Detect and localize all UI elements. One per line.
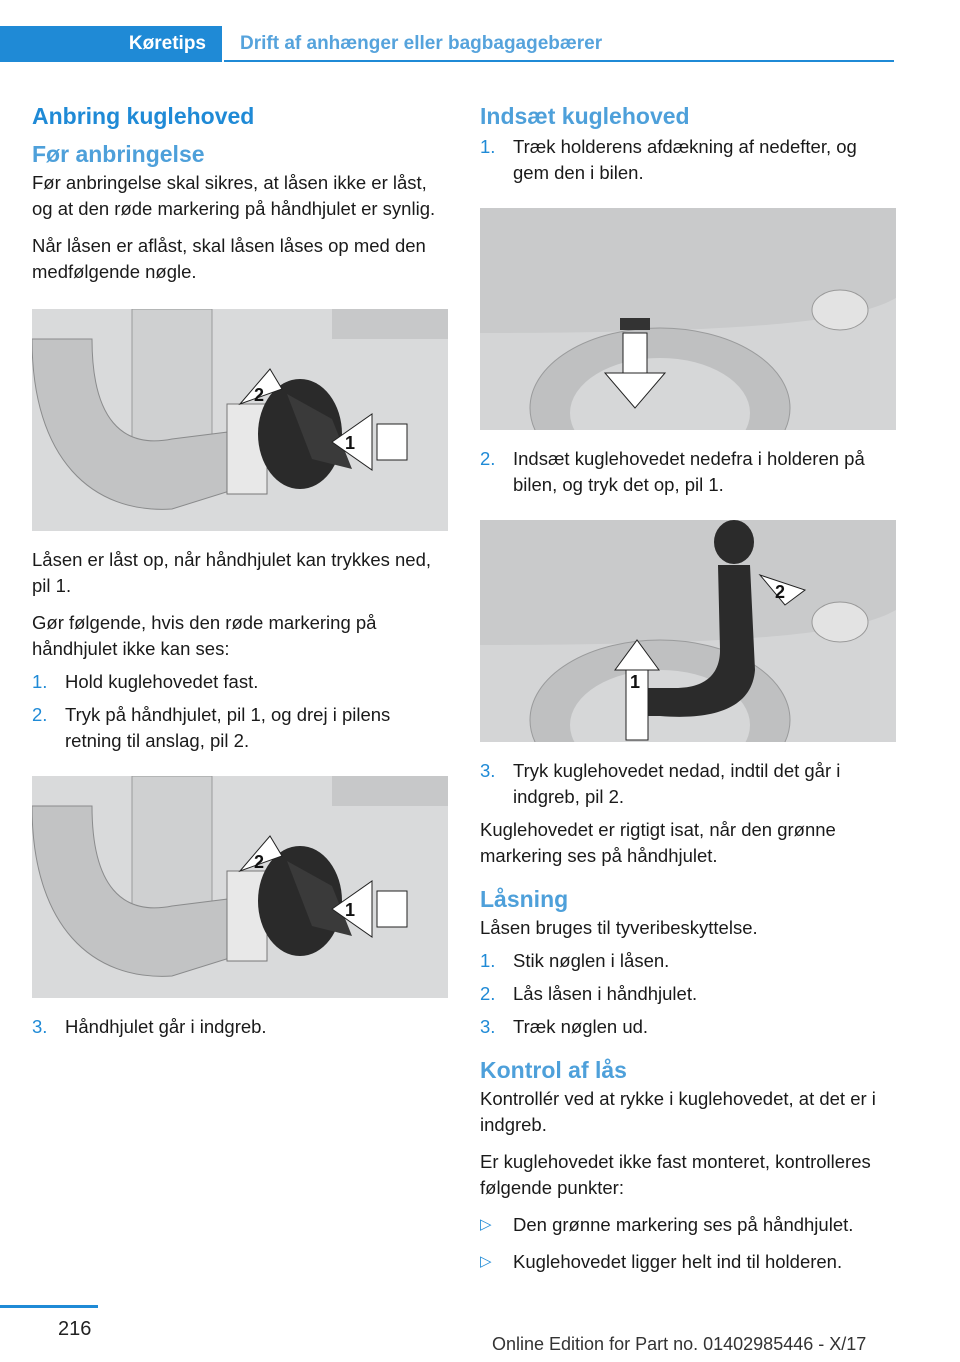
triangle-bullet-icon: ▷ [480,1253,492,1270]
handwheel-press-drawing: 1 2 [32,309,448,531]
header-chapter-tab[interactable]: Drift af anhænger eller bagbagagebærer [224,26,894,62]
list-item: 2.Indsæt kuglehovedet nedefra i holderen… [480,448,865,495]
arrow-label-1: 1 [345,900,355,920]
cover-removal-drawing [480,208,896,430]
list-item: 2.Lås låsen i håndhjulet. [480,983,698,1004]
arrow-label-2: 2 [254,852,264,872]
edition-note: Online Edition for Part no. 01402985446 … [492,1334,867,1354]
paragraph: Kuglehovedet er rigtigt isat, når den gr… [480,819,836,866]
subheading-laasning: Låsning [480,886,569,912]
steps-list-lock: 1.Stik nøglen i låsen. 2.Lås låsen i hån… [480,948,896,1040]
bullet-list: ▷Den grønne markering ses på håndhjulet.… [480,1212,896,1275]
triangle-bullet-icon: ▷ [480,1216,492,1233]
illustration-insert-ballhead: 1 2 [480,520,896,742]
paragraph: Før anbringelse skal sikres, at låsen ik… [32,172,436,219]
list-item: 1.Hold kuglehovedet fast. [32,671,259,692]
steps-list-right-3: 3.Tryk kuglehovedet nedad, indtil det gå… [480,758,896,810]
list-item: ▷Den grønne markering ses på håndhjulet. [480,1212,896,1238]
header-rule [224,60,894,62]
section-title-anbring: Anbring kuglehoved [32,103,255,129]
right-column: Indsæt kuglehoved 1.Træk holderens afdæk… [480,100,896,1275]
list-item: 3.Tryk kuglehovedet nedad, indtil det gå… [480,760,841,807]
handwheel-turn-drawing: 1 2 [32,776,448,998]
steps-list-left-cont: 3.Håndhjulet går i indgreb. [32,1014,448,1040]
paragraph: Er kuglehovedet ikke fast monteret, kont… [480,1151,871,1198]
list-item: 3.Træk nøglen ud. [480,1016,649,1037]
steps-list-right-2: 2.Indsæt kuglehovedet nedefra i holderen… [480,446,896,498]
subheading-foer-anbringelse: Før anbringelse [32,141,205,167]
arrow-label-2: 2 [254,385,264,405]
paragraph: Når låsen er aflåst, skal låsen låses op… [32,235,426,282]
page-number: 216 [58,1318,92,1340]
insert-ballhead-drawing: 1 2 [480,520,896,742]
subheading-kontrol: Kontrol af lås [480,1057,627,1083]
paragraph: Gør følgende, hvis den røde markering på… [32,612,377,659]
arrow-label-2: 2 [775,582,785,602]
illustration-cover-removal [480,208,896,430]
header-section-tab[interactable]: Køretips [0,26,222,62]
list-item: 2.Tryk på håndhjulet, pil 1, og drej i p… [32,704,391,751]
paragraph: Låsen er låst op, når håndhjulet kan try… [32,549,432,596]
arrow-label-1: 1 [345,433,355,453]
list-item: ▷Kuglehovedet ligger helt ind til holder… [480,1249,896,1275]
section-title-indsaet: Indsæt kuglehoved [480,103,690,129]
arrow-label-1: 1 [630,672,640,692]
footer-rule [0,1305,98,1308]
list-item: 3.Håndhjulet går i indgreb. [32,1016,267,1037]
left-column: Anbring kuglehoved Før anbringelse Før a… [32,100,448,1040]
steps-list-right-1: 1.Træk holderens afdækning af nedefter, … [480,134,896,186]
illustration-handwheel-turn: 1 2 [32,776,448,998]
paragraph: Kontrollér ved at rykke i kuglehovedet, … [480,1088,876,1135]
illustration-handwheel-press: 1 2 [32,309,448,531]
list-item: 1.Stik nøglen i låsen. [480,950,670,971]
paragraph: Låsen bruges til tyveribeskyttelse. [480,917,758,938]
steps-list-left: 1.Hold kuglehovedet fast. 2.Tryk på hånd… [32,669,448,754]
list-item: 1.Træk holderens afdækning af nedefter, … [480,136,857,183]
